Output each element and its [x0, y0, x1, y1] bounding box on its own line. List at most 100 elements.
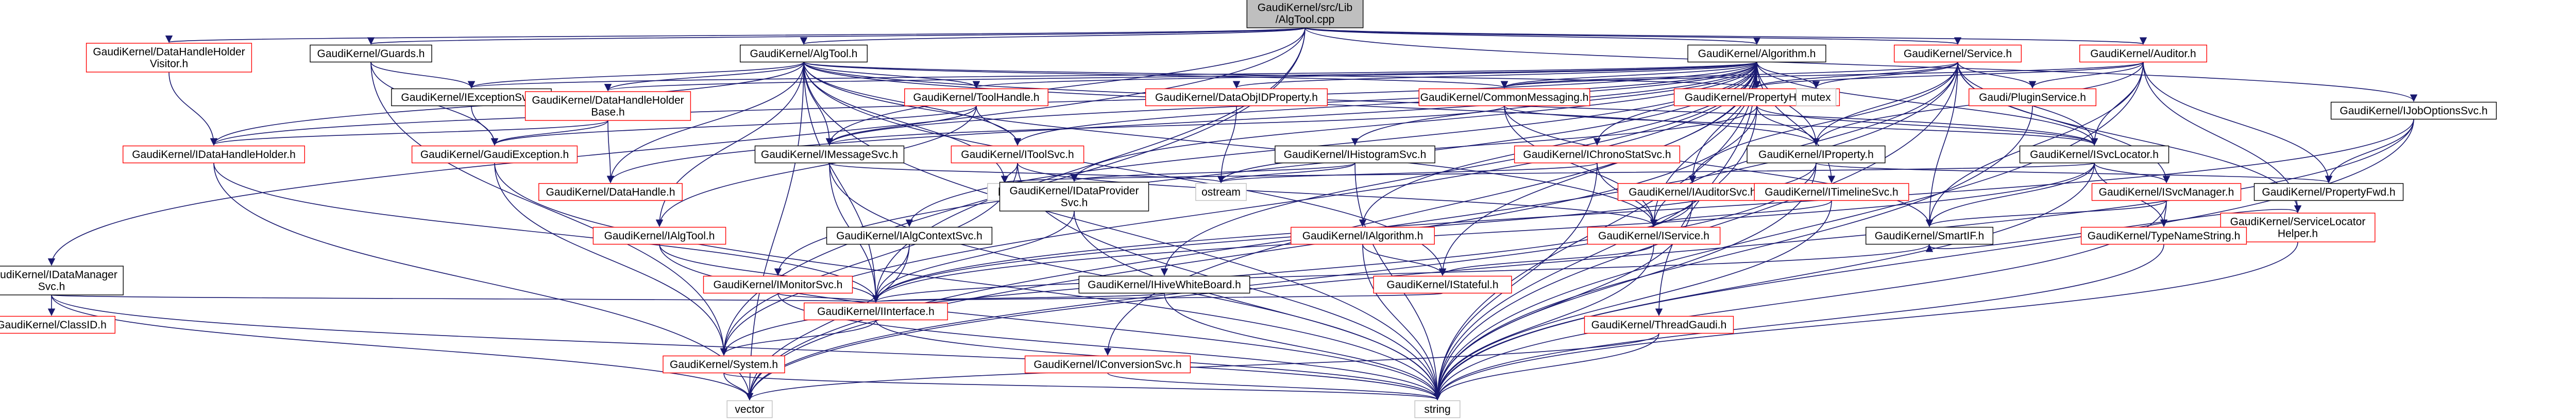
node-datahandle[interactable]: GaudiKernel/DataHandle.h	[538, 183, 683, 201]
node-label: GaudiKernel/DataHandleHolder	[532, 95, 684, 107]
edge-service-to-commonmessaging	[1501, 61, 1958, 89]
node-ialgorithm[interactable]: GaudiKernel/IAlgorithm.h	[1291, 226, 1435, 245]
edge-isvclocator-to-list	[1002, 162, 2095, 183]
node-mutex[interactable]: mutex	[1795, 88, 1837, 107]
node-isvcmanager[interactable]: GaudiKernel/ISvcManager.h	[2091, 183, 2242, 201]
node-typenamestring[interactable]: GaudiKernel/TypeNameString.h	[2080, 226, 2247, 245]
node-iauditorsvc[interactable]: GaudiKernel/IAuditorSvc.h	[1617, 183, 1768, 201]
edge-root-to-auditor	[1304, 27, 2146, 45]
node-imessagesvc[interactable]: GaudiKernel/IMessageSvc.h	[754, 145, 905, 164]
node-iservice[interactable]: GaudiKernel/IService.h	[1587, 226, 1721, 245]
node-label: Base.h	[591, 107, 624, 118]
node-ialgcontextsvc[interactable]: GaudiKernel/IAlgContextSvc.h	[826, 226, 993, 245]
edge-idataprovidersvc-to-string	[1074, 211, 1442, 400]
edge-propertyholder-to-iproperty	[1756, 106, 1820, 146]
edge-propertyholder-to-ostream	[1217, 106, 1757, 183]
node-label: /AlgTool.cpp	[1276, 14, 1334, 26]
node-label: mutex	[1801, 92, 1831, 103]
node-label: GaudiKernel/TypeNameString.h	[2088, 230, 2241, 242]
node-ipluginservice[interactable]: Gaudi/PluginService.h	[1968, 88, 2096, 107]
edge-guards-to-system	[370, 62, 728, 356]
node-label: string	[1424, 404, 1450, 415]
edge-algorithm-to-datahandleholderbase	[604, 61, 1757, 92]
node-iincidentsvc[interactable]: GaudiKernel/IMonitorSvc.h	[703, 275, 853, 294]
edge-idatahandleholder-to-iinterface	[213, 163, 880, 303]
node-label: GaudiKernel/IInterface.h	[817, 306, 935, 318]
node-label: GaudiKernel/ToolHandle.h	[913, 92, 1039, 103]
node-iproperty[interactable]: GaudiKernel/IProperty.h	[1747, 145, 1886, 164]
node-label: Helper.h	[2278, 228, 2318, 240]
node-ithreadgaudi[interactable]: GaudiKernel/ThreadGaudi.h	[1584, 316, 1734, 334]
node-box	[1747, 145, 1886, 164]
node-gaudiexception[interactable]: GaudiKernel/GaudiException.h	[411, 145, 578, 164]
node-root[interactable]: GaudiKernel/src/Lib/AlgTool.cpp	[1246, 0, 1364, 28]
edge-isvclocator-to-iinterface	[872, 163, 2095, 303]
node-box	[1584, 316, 1734, 334]
node-ichronostatsvc[interactable]: GaudiKernel/IChronoStatSvc.h	[1514, 145, 1681, 164]
edge-service-to-iauditorsvc	[1688, 62, 1958, 183]
node-ostream[interactable]: ostream	[1195, 183, 1247, 201]
node-iclassid[interactable]: GaudiKernel/ClassID.h	[0, 316, 116, 334]
node-iudpoptionssvc[interactable]: GaudiKernel/IJobOptionsSvc.h	[2330, 101, 2497, 120]
edge-algorithm-to-system	[720, 62, 1757, 356]
edge-algorithm-to-datahandle	[607, 62, 1757, 183]
node-idatahandleholder[interactable]: GaudiKernel/IDataHandleHolder.h	[122, 145, 306, 164]
edge-auditor-to-propertyfwd	[2143, 62, 2333, 183]
node-ihivewhiteboard[interactable]: GaudiKernel/IHiveWhiteBoard.h	[1078, 275, 1250, 294]
node-box	[391, 88, 552, 107]
node-label: GaudiKernel/PropertyFwd.h	[2262, 186, 2395, 198]
node-iinterface[interactable]: GaudiKernel/IInterface.h	[804, 302, 948, 321]
node-label: GaudiKernel/CommonMessaging.h	[1420, 92, 1589, 103]
node-string[interactable]: string	[1414, 400, 1461, 418]
node-system[interactable]: GaudiKernel/System.h	[663, 355, 785, 374]
node-guards[interactable]: GaudiKernel/Guards.h	[310, 44, 432, 63]
node-tooltoolhandle[interactable]: GaudiKernel/ToolHandle.h	[904, 88, 1048, 107]
node-auditor[interactable]: GaudiKernel/Auditor.h	[2079, 44, 2207, 63]
node-ialgtool[interactable]: GaudiKernel/IAlgTool.h	[592, 226, 726, 245]
edge-root-to-algorithm	[1304, 27, 1760, 45]
edge-isvclocator-to-string	[1433, 163, 2095, 400]
edge-algorithm-to-dataobjidproperty	[1233, 61, 1757, 89]
edge-dataobjidproperty-to-ostream	[1217, 106, 1237, 183]
node-istateful[interactable]: GaudiKernel/IStateful.h	[1373, 275, 1512, 294]
node-dataobjidproperty[interactable]: GaudiKernel/DataObjIDProperty.h	[1145, 88, 1328, 107]
node-service[interactable]: GaudiKernel/Service.h	[1893, 44, 2022, 63]
node-vector[interactable]: vector	[726, 400, 773, 418]
node-itimelinesvc[interactable]: GaudiKernel/ITimelineSvc.h	[1754, 183, 1909, 201]
node-smartif[interactable]: GaudiKernel/SmartIF.h	[1865, 226, 1993, 245]
node-box	[86, 43, 252, 73]
edge-service-to-mutex	[1812, 62, 1958, 89]
node-ihistogramsvc[interactable]: GaudiKernel/IHistogramSvc.h	[1275, 145, 1435, 164]
edge-typenamestring-to-string	[1433, 244, 2164, 400]
node-label: Svc.h	[38, 281, 65, 293]
edge-tooltoolhandle-to-itoolsvc	[976, 106, 1022, 146]
node-label: GaudiKernel/ISvcLocator.h	[2030, 149, 2159, 161]
node-commonmessaging[interactable]: GaudiKernel/CommonMessaging.h	[1418, 88, 1590, 107]
edge-root-to-iudpoptionssvc	[1304, 27, 2417, 102]
node-box	[1195, 183, 1247, 201]
node-itoolsvc[interactable]: GaudiKernel/IToolSvc.h	[951, 145, 1084, 164]
edge-commonmessaging-to-imessagesvc	[826, 105, 1505, 146]
node-propertyfwd[interactable]: GaudiKernel/PropertyFwd.h	[2253, 183, 2404, 201]
node-box	[1246, 0, 1364, 28]
node-isvclocator[interactable]: GaudiKernel/ISvcLocator.h	[2019, 145, 2170, 164]
node-box	[2253, 183, 2404, 201]
edge-system-to-vector	[723, 373, 754, 400]
edge-ialgcontextsvc-to-vector	[745, 244, 910, 400]
edge-isvclocator-to-smartif	[1925, 163, 2095, 227]
edge-iconversionsvc-to-string	[1107, 372, 1441, 400]
node-algorithm[interactable]: GaudiKernel/Algorithm.h	[1687, 44, 1826, 63]
edge-istateful-to-iinterface	[873, 292, 1443, 303]
edge-smartif-to-iinterface	[872, 244, 1930, 303]
edge-root-to-datahandleholdervisitor	[166, 27, 1306, 43]
node-iexceptionsvc[interactable]: GaudiKernel/IExceptionSvc.h	[391, 88, 552, 107]
node-iconversionsvc[interactable]: GaudiKernel/IConversionSvc.h	[1024, 355, 1191, 374]
node-algtool[interactable]: GaudiKernel/AlgTool.h	[739, 44, 868, 63]
edge-iservice-to-istateful	[1438, 244, 1654, 276]
node-box	[310, 44, 432, 63]
